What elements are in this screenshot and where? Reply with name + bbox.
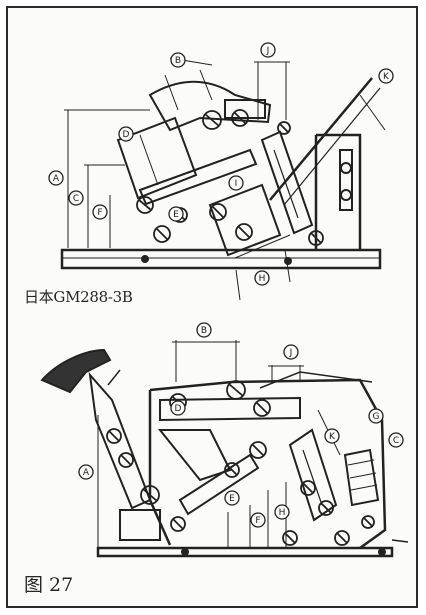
top-slotted-arm [260,130,314,235]
top-upper-linkage [148,80,272,132]
label-C-bottom: C [393,436,399,446]
label-J-top: J [266,46,270,56]
label-K-top: K [383,72,390,82]
label-E-bottom: E [229,494,235,504]
top-labels [48,42,394,286]
label-B-top: B [175,56,181,66]
label-F-top: F [97,208,102,218]
label-E-top: E [173,210,179,220]
label-K-bottom: K [329,432,336,442]
top-left-block [116,116,198,200]
label-H-top: H [259,274,266,284]
bottom-labels [78,322,404,528]
figure-caption: 图 27 [24,574,74,596]
bottom-base-plate [96,546,394,558]
label-D-top: D [123,130,130,140]
top-lower-box [208,183,282,257]
label-J-bottom: J [289,348,293,358]
label-B-bottom: B [201,326,207,336]
bottom-mechanism-drawing [40,340,409,558]
label-C-top: C [73,194,79,204]
label-F-bottom: F [255,516,260,526]
top-right-housing [314,133,362,250]
bottom-presser-lever [40,348,112,394]
label-I-top: I [235,179,238,189]
caption-top: 日本GM288-3B [24,288,133,306]
label-D-bottom: D [175,404,182,414]
label-A-top: A [53,174,60,184]
top-mechanism-drawing [60,57,386,301]
bottom-main-body [148,378,387,550]
label-H-bottom: H [279,508,286,518]
label-A-bottom: A [83,468,90,478]
label-G-bottom: G [373,412,380,422]
top-base-plate [60,248,382,270]
bottom-slotted-arm [288,428,338,522]
